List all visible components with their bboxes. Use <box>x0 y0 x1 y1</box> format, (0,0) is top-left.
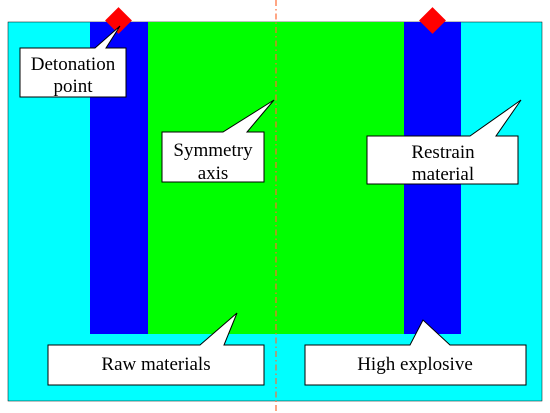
symmetry-callout <box>161 99 275 183</box>
raw-materials-callout <box>47 312 265 386</box>
detonation-label-line1: Detonation <box>31 54 116 75</box>
high-explosive-label: High explosive <box>357 354 473 375</box>
symmetry-label-line1: Symmetry <box>173 140 253 161</box>
detonation-label-line2: point <box>53 76 93 97</box>
detonation-callout <box>19 25 127 98</box>
restrain-label-line1: Restrain <box>411 142 475 163</box>
raw-materials-label: Raw materials <box>101 354 210 375</box>
symmetry-label-line2: axis <box>198 163 229 184</box>
restrain-callout <box>366 99 522 185</box>
restrain-label-line2: material <box>412 164 474 185</box>
detonation-marker-left-icon <box>105 7 132 34</box>
high-explosive-callout <box>304 319 527 386</box>
